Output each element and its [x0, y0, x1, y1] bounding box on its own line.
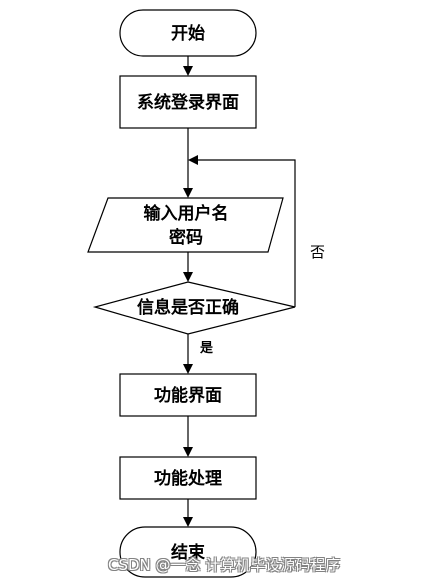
- input-node: 输入用户名 密码: [87, 197, 284, 253]
- end-node: 结束: [119, 526, 257, 578]
- edge-check-no-loop: [188, 155, 296, 307]
- input-label-line1: 输入用户名: [144, 203, 229, 224]
- watermark: CSDN @一念 计算机毕设源码程序: [108, 556, 341, 574]
- start-label: 开始: [171, 23, 205, 44]
- login-node: 系统登录界面: [119, 75, 257, 129]
- login-label: 系统登录界面: [137, 92, 239, 113]
- function-ui-label: 功能界面: [154, 385, 222, 406]
- start-node: 开始: [119, 9, 257, 57]
- function-proc-label: 功能处理: [154, 468, 222, 489]
- check-label: 信息是否正确: [137, 297, 239, 318]
- function-proc-node: 功能处理: [119, 456, 257, 500]
- end-label: 结束: [171, 542, 205, 563]
- check-node: 信息是否正确: [92, 281, 296, 335]
- yes-label: 是: [199, 341, 214, 356]
- input-label-line2: 密码: [169, 227, 203, 248]
- function-ui-node: 功能界面: [119, 373, 257, 417]
- no-label: 否: [310, 243, 325, 261]
